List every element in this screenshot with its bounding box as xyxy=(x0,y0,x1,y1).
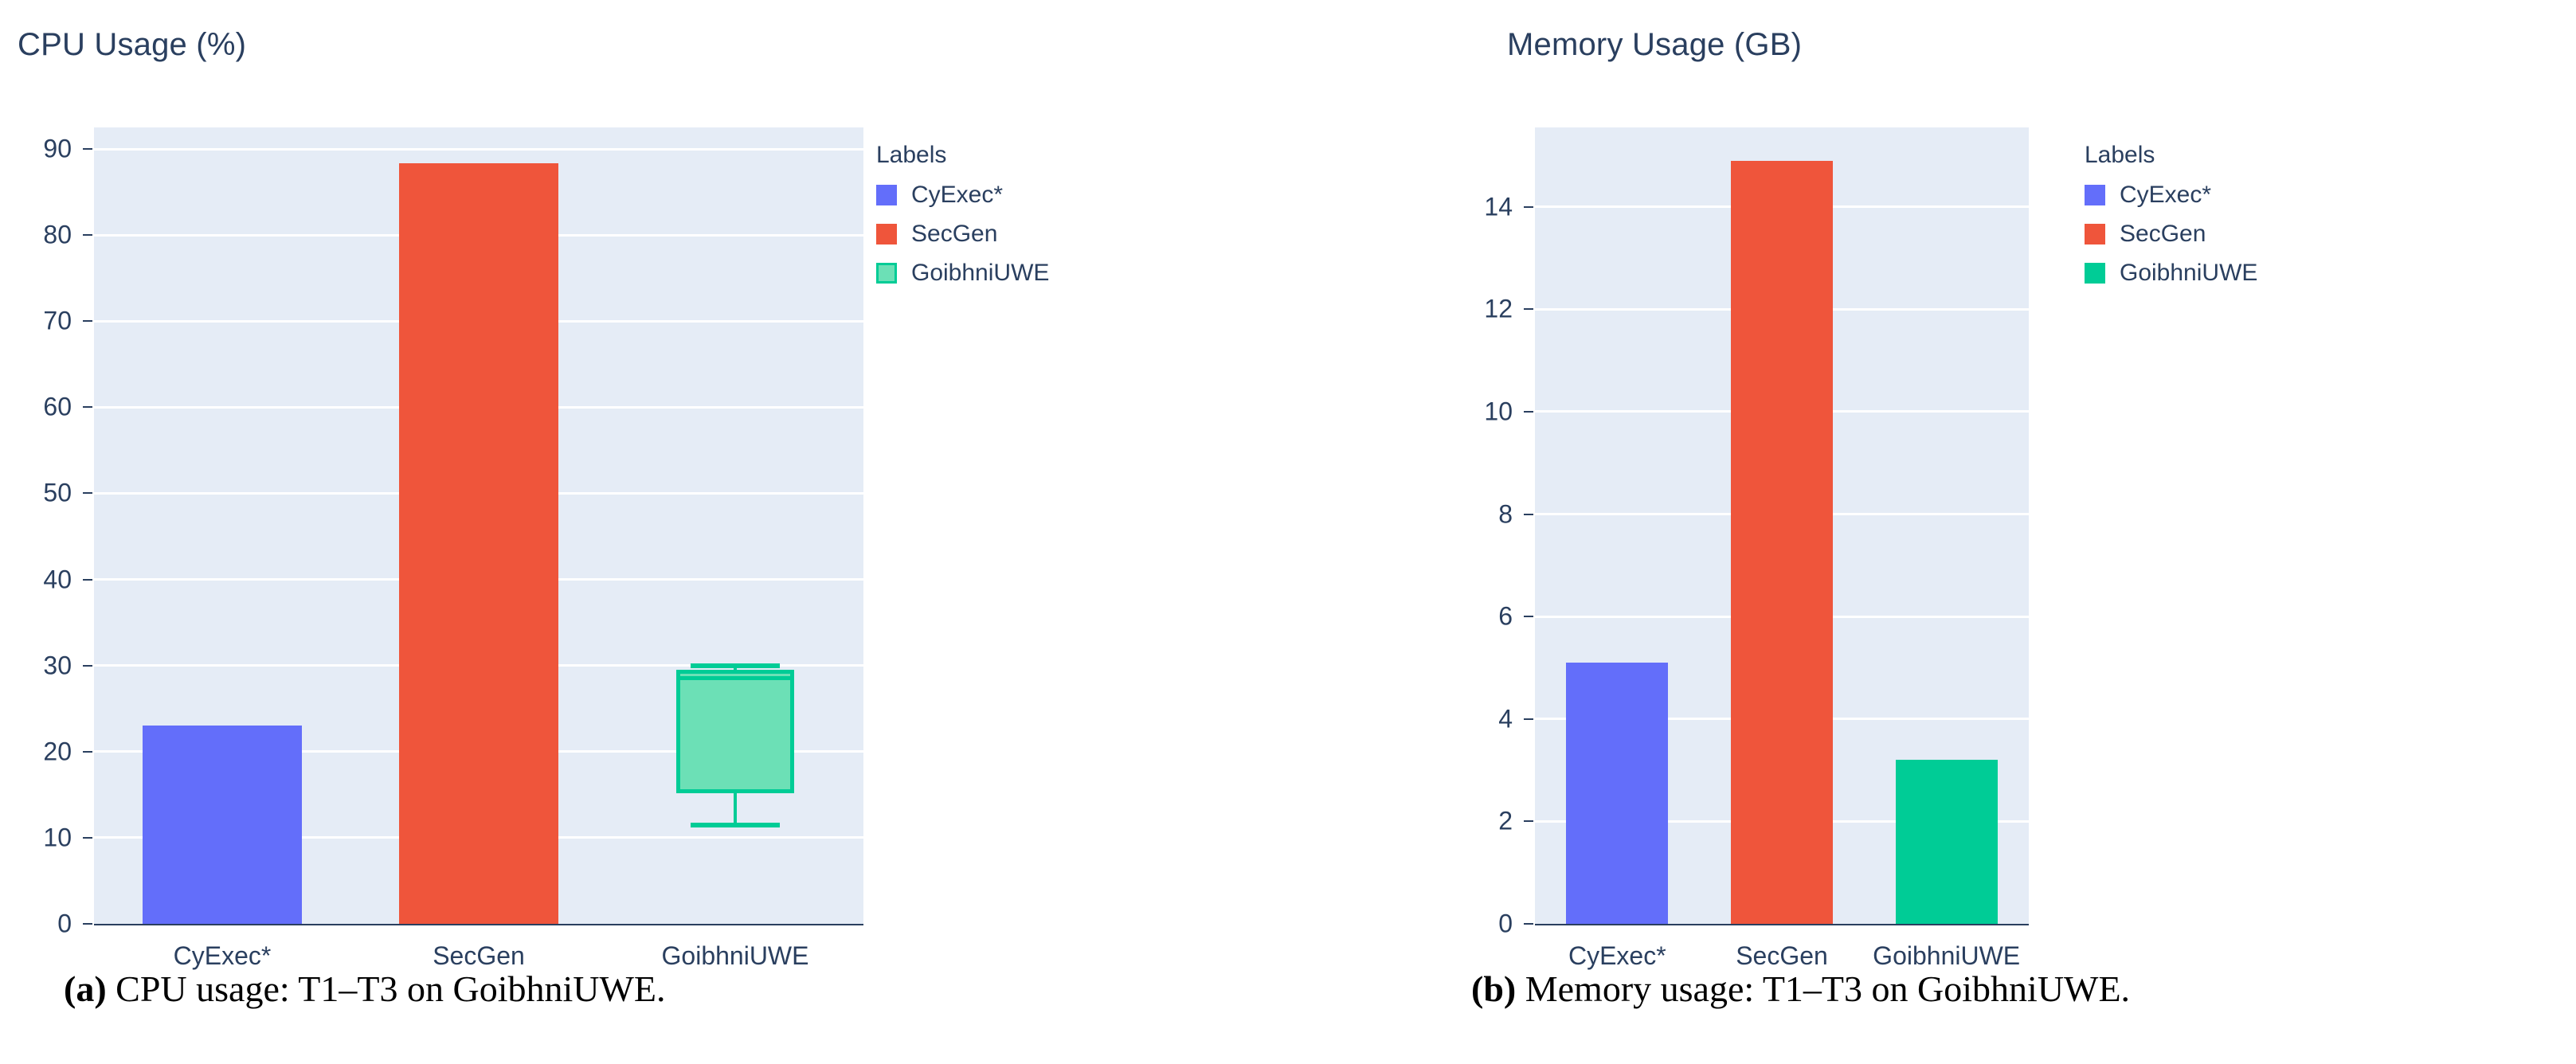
y-axis-tick-mark xyxy=(1524,718,1533,720)
bar-cyexec[interactable] xyxy=(1566,663,1669,924)
caption-b-text: Memory usage: T1–T3 on GoibhniUWE. xyxy=(1525,968,2131,1009)
y-axis-tick-label: 0 xyxy=(1498,909,1513,938)
gridline xyxy=(94,147,863,151)
caption-a-text: CPU usage: T1–T3 on GoibhniUWE. xyxy=(115,968,666,1009)
y-axis-tick-mark xyxy=(1524,308,1533,311)
box-plot-goibhniuwe[interactable] xyxy=(94,127,863,924)
legend-cpu: Labels CyExec* SecGen GoibhniUWE xyxy=(876,142,1049,299)
box-median-line xyxy=(675,676,795,681)
legend-swatch-secgen-icon xyxy=(876,224,897,244)
legend-item-secgen[interactable]: SecGen xyxy=(876,221,1049,248)
y-axis-tick-mark xyxy=(83,406,92,409)
y-axis-tick-mark xyxy=(83,492,92,495)
y-axis-tick-label: 12 xyxy=(1484,294,1513,323)
y-axis-tick-mark xyxy=(83,320,92,323)
y-axis-tick-mark xyxy=(83,750,92,753)
y-axis-tick-label: 6 xyxy=(1498,601,1513,631)
y-axis-tick-label: 40 xyxy=(43,565,72,594)
y-axis-tick-label: 14 xyxy=(1484,192,1513,221)
y-axis-tick-mark xyxy=(83,664,92,667)
page-title-memory: Memory Usage (GB) xyxy=(1507,27,1803,62)
legend-item-goibhniuwe[interactable]: GoibhniUWE xyxy=(2085,260,2257,287)
y-axis-tick-mark xyxy=(1524,513,1533,515)
caption-a-tag: (a) xyxy=(64,968,107,1009)
y-axis-tick-label: 30 xyxy=(43,651,72,680)
legend-item-secgen[interactable]: SecGen xyxy=(2085,221,2257,248)
x-axis-tick-label: CyExec* xyxy=(173,941,272,970)
y-axis-tick-label: 80 xyxy=(43,220,72,249)
legend-label-goibhniuwe: GoibhniUWE xyxy=(911,260,1050,286)
y-axis-tick-label: 10 xyxy=(1484,397,1513,426)
bar-goibhniuwe[interactable] xyxy=(1895,760,1998,924)
y-axis-tick-mark xyxy=(83,836,92,839)
y-axis-tick-mark xyxy=(1524,923,1533,925)
legend-swatch-secgen-icon xyxy=(2085,224,2105,244)
legend-title: Labels xyxy=(2085,142,2155,168)
y-axis-tick-label: 0 xyxy=(57,909,72,938)
y-axis-tick-mark xyxy=(1524,410,1533,413)
caption-a: (a) CPU usage: T1–T3 on GoibhniUWE. xyxy=(64,968,666,1010)
x-axis-tick-label: CyExec* xyxy=(1568,941,1666,970)
legend-label-goibhniuwe: GoibhniUWE xyxy=(2120,260,2258,286)
y-axis-tick-label: 4 xyxy=(1498,704,1513,733)
whisker-cap-lower xyxy=(690,822,781,827)
x-axis-line xyxy=(1535,924,2029,925)
legend-label-cyexec: CyExec* xyxy=(911,182,1004,208)
legend-label-cyexec: CyExec* xyxy=(2120,182,2212,208)
y-axis-tick-label: 20 xyxy=(43,737,72,766)
legend-swatch-cyexec-icon xyxy=(876,185,897,205)
legend-item-cyexec[interactable]: CyExec* xyxy=(2085,182,2257,209)
x-axis-line xyxy=(94,924,863,925)
legend-memory: Labels CyExec* SecGen GoibhniUWE xyxy=(2085,142,2257,299)
y-axis-tick-mark xyxy=(1524,205,1533,208)
legend-swatch-cyexec-icon xyxy=(2085,185,2105,205)
x-axis-tick-label: SecGen xyxy=(1736,941,1828,970)
caption-b: (b) Memory usage: T1–T3 on GoibhniUWE. xyxy=(1471,968,2130,1010)
y-axis-tick-mark xyxy=(83,234,92,237)
x-axis-tick-label: SecGen xyxy=(433,941,525,970)
bar-secgen[interactable] xyxy=(1730,160,1834,924)
y-axis-tick-label: 60 xyxy=(43,392,72,421)
y-axis-tick-label: 90 xyxy=(43,134,72,163)
legend-title: Labels xyxy=(876,142,947,168)
x-axis-tick-label: GoibhniUWE xyxy=(1873,941,2021,970)
legend-item-cyexec[interactable]: CyExec* xyxy=(876,182,1049,209)
whisker-lower xyxy=(734,792,737,825)
legend-swatch-goibhniuwe-icon xyxy=(876,263,897,284)
legend-item-goibhniuwe[interactable]: GoibhniUWE xyxy=(876,260,1049,287)
y-axis-tick-label: 2 xyxy=(1498,806,1513,835)
caption-b-tag: (b) xyxy=(1471,968,1517,1009)
legend-swatch-goibhniuwe-icon xyxy=(2085,263,2105,284)
y-axis-tick-mark xyxy=(83,578,92,581)
box-iqr xyxy=(675,670,795,793)
legend-label-secgen: SecGen xyxy=(2120,221,2206,247)
y-axis-tick-mark xyxy=(1524,820,1533,823)
y-axis-tick-label: 70 xyxy=(43,306,72,335)
y-axis-tick-mark xyxy=(1524,616,1533,618)
legend-label-secgen: SecGen xyxy=(911,221,998,247)
whisker-cap-upper xyxy=(690,663,781,668)
bar-secgen[interactable] xyxy=(399,163,558,924)
y-axis-tick-mark xyxy=(83,148,92,151)
y-axis-tick-label: 8 xyxy=(1498,499,1513,529)
y-axis-tick-mark xyxy=(83,923,92,925)
y-axis-tick-label: 50 xyxy=(43,478,72,507)
y-axis-tick-label: 10 xyxy=(43,823,72,852)
bar-cyexec[interactable] xyxy=(143,726,302,924)
page-title-cpu: CPU Usage (%) xyxy=(18,27,247,62)
x-axis-tick-label: GoibhniUWE xyxy=(661,941,809,970)
